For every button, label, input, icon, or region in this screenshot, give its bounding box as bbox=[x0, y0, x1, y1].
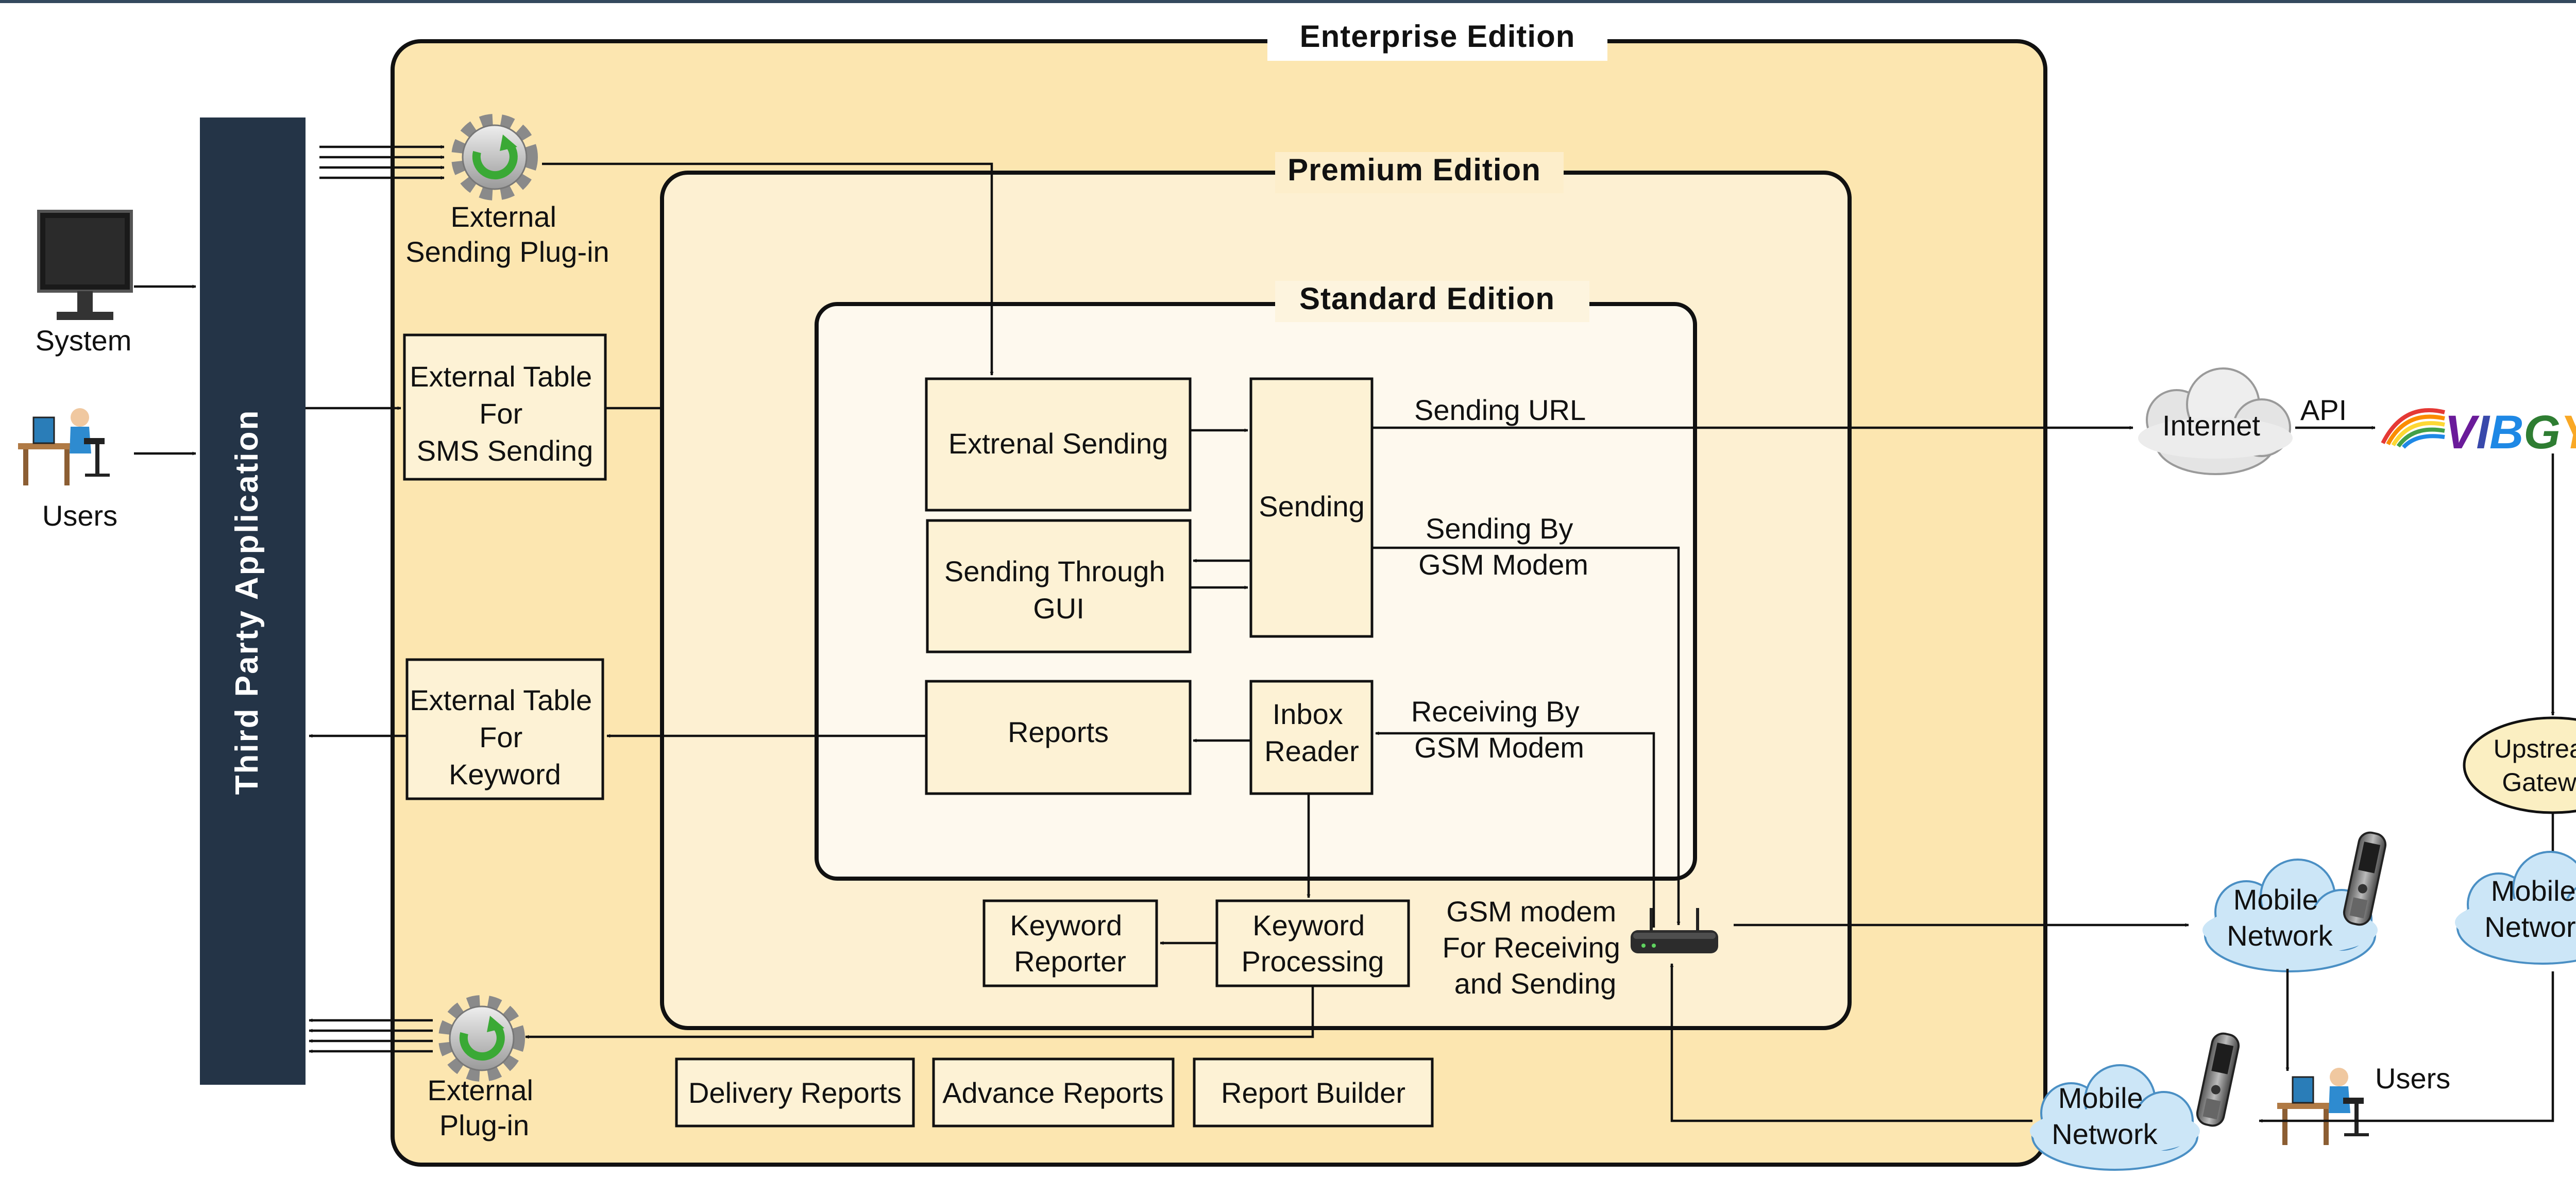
vibgyor-logo: VIBGYOR tel bbox=[2381, 406, 2576, 459]
third-party-label: Third Party Application bbox=[229, 409, 265, 795]
system-label: System bbox=[36, 324, 132, 357]
svg-text:External Table For: External Table For Keyword bbox=[410, 684, 600, 791]
users-left-node: Users bbox=[18, 408, 117, 532]
svg-text:Delivery Reports: Delivery Reports bbox=[688, 1077, 902, 1109]
svg-text:Mobile Network: Mobile Network bbox=[2227, 883, 2333, 952]
premium-edition-title: Premium Edition bbox=[1287, 153, 1541, 187]
cloud-icon bbox=[2030, 1064, 2200, 1171]
external-sending-plugin-label: External Sending Plug-in bbox=[405, 200, 609, 268]
upstream-gateway: Upstream Gateway bbox=[2463, 716, 2576, 814]
svg-text:Sending: Sending bbox=[1259, 490, 1365, 523]
keyword-reporter-box: Keyword Reporter bbox=[982, 899, 1158, 987]
mobile-network-gateway: Mobile Network bbox=[2455, 851, 2576, 965]
svg-text:Keyword Reporter: Keyword Reporter bbox=[1010, 909, 1130, 978]
svg-text:Report Builder: Report Builder bbox=[1221, 1077, 1405, 1109]
advance-reports-box: Advance Reports bbox=[932, 1057, 1175, 1128]
external-sending-plugin: External Sending Plug-in bbox=[405, 121, 609, 268]
arrow-sending-to-gsm-modem bbox=[1372, 546, 1681, 926]
sending-box: Sending bbox=[1249, 377, 1374, 638]
gear-refresh-icon bbox=[459, 121, 531, 193]
users-right-label: Users bbox=[2375, 1062, 2450, 1095]
internet-cloud: Internet bbox=[2138, 367, 2293, 475]
external-plugin-label: External Plug-in bbox=[428, 1074, 541, 1141]
user-at-desk-icon bbox=[18, 408, 110, 485]
monitor-icon bbox=[37, 210, 133, 320]
extrenal-sending-box: Extrenal Sending bbox=[925, 377, 1192, 512]
svg-text:Upstream Gateway: Upstream Gateway bbox=[2494, 734, 2576, 797]
svg-text:Mobile Network: Mobile Network bbox=[2484, 875, 2576, 943]
cloud-icon bbox=[2455, 851, 2576, 965]
gsm-modem: GSM modem For Receiving and Sending bbox=[1442, 895, 1718, 1000]
vibgyor-brand: VIBGYOR bbox=[2445, 406, 2576, 459]
svg-text:Sending Through GUI: Sending Through GUI bbox=[944, 555, 1173, 625]
api-label: API bbox=[2300, 394, 2347, 426]
gear-refresh-icon bbox=[446, 1002, 518, 1074]
reports-box: Reports bbox=[925, 680, 1192, 795]
enterprise-edition-title: Enterprise Edition bbox=[1300, 19, 1575, 54]
third-party-application: Third Party Application bbox=[200, 117, 306, 1085]
external-plugin: External Plug-in bbox=[428, 1002, 541, 1141]
receiving-by-gsm-label: Receiving By GSM Modem bbox=[1411, 695, 1587, 764]
standard-edition-title: Standard Edition bbox=[1299, 281, 1555, 316]
svg-text:Mobile Network: Mobile Network bbox=[2052, 1082, 2158, 1150]
svg-text:External Table For: External Table For SMS Sending bbox=[410, 360, 600, 467]
users-left-label: Users bbox=[42, 499, 117, 532]
gsm-modem-label: GSM modem For Receiving and Sending bbox=[1442, 895, 1628, 1000]
report-builder-box: Report Builder bbox=[1193, 1057, 1434, 1128]
cloud-icon bbox=[2138, 367, 2293, 475]
arrow-bottom-network-to-modem bbox=[1670, 963, 2032, 1122]
router-icon bbox=[1631, 908, 1718, 953]
users-right-node: Users bbox=[2277, 1062, 2450, 1145]
svg-text:Reports: Reports bbox=[1008, 716, 1109, 748]
mobile-network-bottom: Mobile Network bbox=[2030, 1030, 2242, 1171]
user-at-desk-icon bbox=[2277, 1068, 2369, 1145]
arrow-processing-to-plugin bbox=[525, 986, 1314, 1039]
sending-by-gsm-label: Sending By GSM Modem bbox=[1418, 512, 1588, 581]
sending-url-label: Sending URL bbox=[1414, 394, 1586, 426]
delivery-reports-box: Delivery Reports bbox=[675, 1057, 915, 1128]
external-table-keyword: External Table For Keyword bbox=[405, 658, 604, 800]
keyword-processing-box: Keyword Processing bbox=[1215, 899, 1410, 987]
svg-text:Extrenal Sending: Extrenal Sending bbox=[948, 427, 1168, 460]
mobile-phone-icon bbox=[2194, 1030, 2242, 1129]
system-node: System bbox=[36, 210, 133, 357]
inbox-reader-box: Inbox Reader bbox=[1249, 680, 1374, 795]
top-border-bar bbox=[0, 0, 2576, 3]
external-table-sms-sending: External Table For SMS Sending bbox=[403, 333, 607, 481]
svg-text:Keyword Processing: Keyword Processing bbox=[1241, 909, 1384, 978]
arrow-gateway-network-to-users bbox=[2259, 971, 2554, 1123]
mobile-network-modem: Mobile Network bbox=[2202, 829, 2389, 972]
sending-through-gui-box: Sending Through GUI bbox=[926, 519, 1192, 653]
arrow-plugin-to-extrenal-sending bbox=[542, 162, 994, 376]
arrows-app-to-sending-plugin bbox=[319, 145, 445, 180]
svg-text:Inbox Reader: Inbox Reader bbox=[1264, 698, 1359, 767]
mobile-phone-icon bbox=[2341, 829, 2389, 928]
internet-label: Internet bbox=[2162, 409, 2260, 442]
arrow-gsm-modem-to-inbox bbox=[1375, 731, 1655, 928]
arrows-plugin-to-app bbox=[309, 1018, 433, 1053]
svg-text:Advance Reports: Advance Reports bbox=[942, 1077, 1164, 1109]
